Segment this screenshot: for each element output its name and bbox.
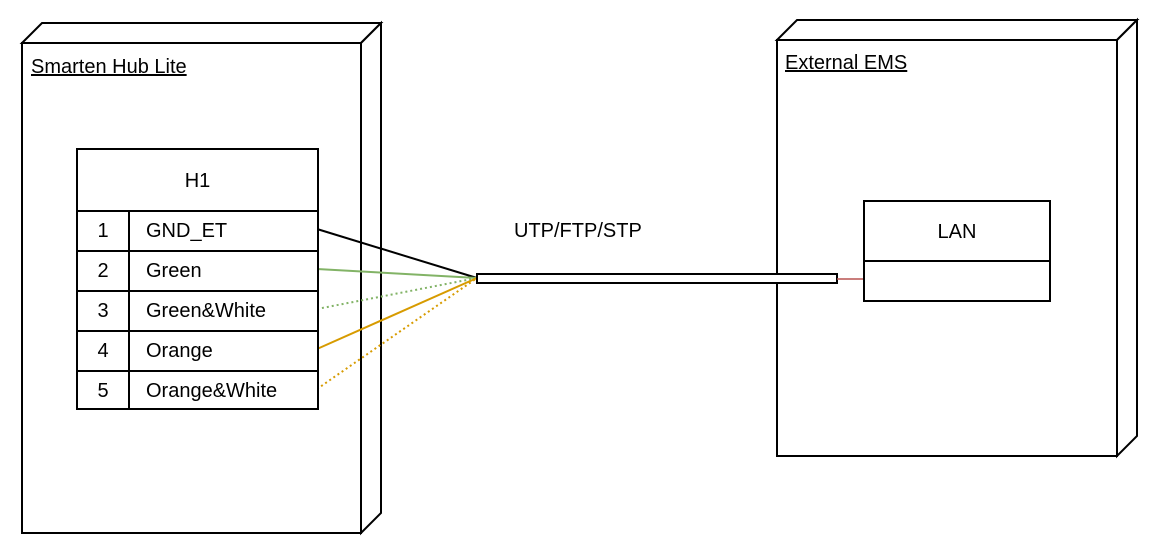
- hub-node-label: Smarten Hub Lite: [31, 56, 187, 78]
- lan-box: LAN: [863, 200, 1051, 302]
- wire-gnd: [316, 228, 478, 279]
- pin-number: 4: [78, 332, 130, 370]
- pin-name: Orange&White: [146, 380, 278, 402]
- pin-number: 5: [78, 372, 130, 410]
- cable: [476, 273, 838, 284]
- pin-row: 5 Orange&White: [78, 370, 317, 410]
- pin-name: GND_ET: [146, 220, 228, 242]
- pin-row: 4 Orange: [78, 330, 317, 370]
- connector-title: H1: [184, 170, 211, 192]
- pin-number: 3: [78, 292, 130, 330]
- wire-orange: [316, 277, 478, 350]
- pin-number: 1: [78, 212, 130, 250]
- pin-row: 2 Green: [78, 250, 317, 290]
- pin-name: Orange: [146, 340, 213, 362]
- ems-node-label: External EMS: [785, 52, 908, 74]
- wire-green-white: [316, 277, 478, 310]
- pin-row: 3 Green&White: [78, 290, 317, 330]
- pin-row: 1 GND_ET: [78, 210, 317, 250]
- connector-table: H1 1 GND_ET 2 Green 3 Green&White 4 Oran…: [76, 148, 319, 410]
- pin-name: Green&White: [146, 300, 267, 322]
- pin-number: 2: [78, 252, 130, 290]
- pin-name: Green: [146, 260, 202, 282]
- cable-label: UTP/FTP/STP: [514, 220, 642, 242]
- lan-label: LAN: [865, 202, 1049, 262]
- wire-green: [316, 268, 478, 279]
